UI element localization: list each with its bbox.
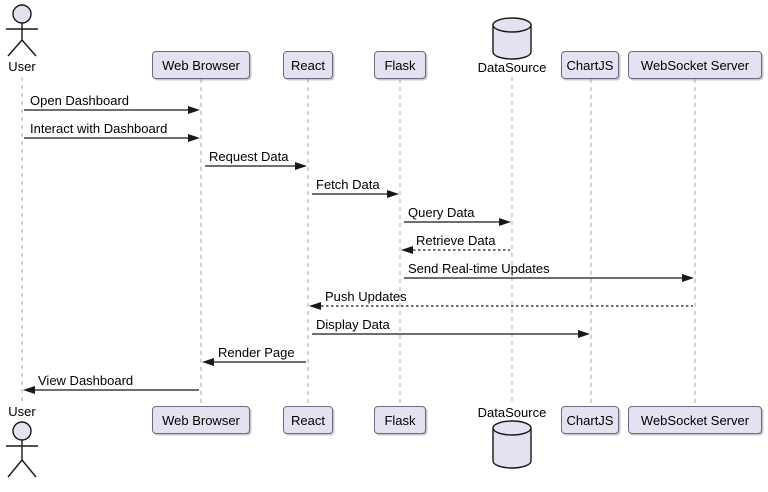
message-label-send-real-time-updates: Send Real-time Updates (408, 261, 550, 276)
user-actor-icon-top (6, 4, 38, 57)
message-label-push-updates: Push Updates (325, 289, 407, 304)
participant-box-react-top: React (283, 51, 333, 79)
arrow-view-dashboard (23, 386, 199, 394)
participant-box-web-browser-bottom: Web Browser (152, 406, 250, 434)
participant-box-websocket-server-bottom: WebSocket Server (628, 406, 762, 434)
arrow-retrieve-data (401, 246, 510, 254)
arrow-push-updates (309, 302, 693, 310)
message-label-view-dashboard: View Dashboard (38, 373, 134, 388)
arrow-fetch-data (312, 190, 399, 198)
participant-box-websocket-server-top: WebSocket Server (628, 51, 762, 79)
participant-box-chartjs-bottom: ChartJS (561, 406, 619, 434)
user-actor-icon-bottom (6, 421, 38, 478)
actor-label-user-top: User (8, 59, 36, 74)
database-label-datasource-top: DataSource (477, 60, 547, 75)
arrow-interact-with-dashboard (24, 134, 200, 142)
participant-box-flask-top: Flask (374, 51, 426, 79)
arrow-display-data (312, 330, 590, 338)
datasource-database-icon-bottom (492, 420, 532, 469)
message-label-query-data: Query Data (408, 205, 475, 220)
participant-box-web-browser-top: Web Browser (152, 51, 250, 79)
message-label-interact-with-dashboard: Interact with Dashboard (30, 121, 168, 136)
participant-box-chartjs-top: ChartJS (561, 51, 619, 79)
message-label-request-data: Request Data (209, 149, 289, 164)
message-label-render-page: Render Page (218, 345, 295, 360)
message-label-retrieve-data: Retrieve Data (416, 233, 496, 248)
arrow-send-real-time-updates (404, 274, 694, 282)
arrow-open-dashboard (24, 106, 200, 114)
arrow-request-data (205, 162, 307, 170)
message-label-open-dashboard: Open Dashboard (30, 93, 130, 108)
database-label-datasource-bottom: DataSource (477, 405, 547, 420)
lifelines (21, 77, 696, 406)
arrow-render-page (202, 358, 306, 366)
participant-box-flask-bottom: Flask (374, 406, 426, 434)
arrow-query-data (404, 218, 511, 226)
message-label-display-data: Display Data (316, 317, 390, 332)
participant-box-react-bottom: React (283, 406, 333, 434)
message-label-fetch-data: Fetch Data (316, 177, 380, 192)
actor-label-user-bottom: User (8, 404, 36, 419)
datasource-database-icon-top (492, 17, 532, 60)
